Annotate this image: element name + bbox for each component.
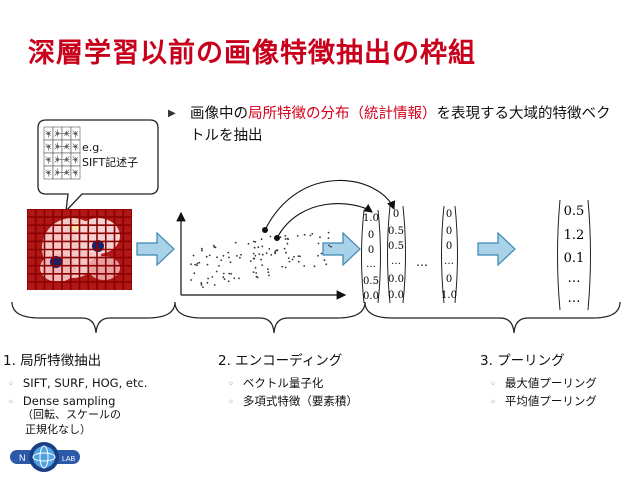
brace-local-features	[11, 301, 176, 334]
process-arrow-icon	[322, 231, 361, 267]
vector3-value: …	[444, 256, 454, 267]
pooled-value: 0.1	[564, 251, 585, 266]
encoding-curve-arrow-1	[276, 203, 373, 239]
sift-descriptor-icon	[43, 126, 81, 180]
summary-text-part1: 画像中の	[190, 106, 248, 122]
vector1-value: 0	[368, 230, 374, 241]
vector1-value: …	[366, 259, 376, 270]
vector2-value: 0.0	[388, 290, 404, 301]
feature-scatter-plot	[176, 211, 347, 300]
section1-note-line1: （回転、スケールの	[22, 408, 121, 421]
pooled-value: 1.2	[564, 228, 585, 243]
section-encoding-title: 2. エンコーディング	[218, 353, 343, 369]
pooled-value: …	[568, 271, 581, 286]
section1-item: ◦Dense sampling	[8, 394, 116, 408]
section1-note-line2: 正規化なし）	[25, 423, 91, 436]
section-pooling-title: 3. プーリング	[480, 353, 565, 369]
brace-pooling	[364, 301, 621, 334]
highlighted-point-2	[262, 227, 268, 233]
vector3-value: 0	[446, 209, 452, 220]
section3-item: ◦平均値プーリング	[490, 394, 597, 408]
vector3-value: 0	[446, 226, 452, 237]
vector1-value: 0.0	[363, 291, 379, 302]
bullet-circle-icon: ◦	[8, 397, 14, 408]
vector2-value: 0	[393, 209, 399, 220]
encoding-curve-arrow-2	[264, 179, 396, 231]
logo-left-letter: N	[19, 453, 26, 463]
logo-right-text: LAB	[62, 456, 76, 463]
section1-item: ◦SIFT, SURF, HOG, etc.	[8, 376, 148, 390]
lab-logo: N LAB	[10, 442, 80, 472]
summary-text-part2: を表現する大域的特徴ベクトルを抽出	[190, 106, 611, 144]
vector1-value: 1.0	[363, 213, 379, 224]
highlighted-point-1	[274, 235, 280, 241]
process-arrow-icon	[136, 231, 175, 267]
section2-item: ◦ベクトル量子化	[228, 376, 324, 390]
callout-line1: e.g.	[82, 141, 103, 154]
pooled-value: 0.5	[564, 204, 585, 219]
vector-ellipsis: …	[416, 255, 428, 269]
input-image	[27, 209, 132, 290]
page-title: 深層学習以前の画像特徴抽出の枠組	[28, 38, 476, 69]
bullet-circle-icon: ◦	[490, 379, 496, 390]
vector2-value: 0.5	[388, 226, 404, 237]
vector2-value: …	[391, 256, 401, 267]
bullet-circle-icon: ◦	[228, 397, 234, 408]
vector2-value: 0.5	[388, 241, 404, 252]
section2-item: ◦多項式特徴（要素積）	[228, 394, 358, 408]
summary-text: 画像中の局所特徴の分布（統計情報）を表現する大域的特徴ベクトルを抽出	[190, 103, 620, 147]
section-local-feature-title: 1. 局所特徴抽出	[3, 353, 102, 369]
section3-item: ◦最大値プーリング	[490, 376, 597, 390]
vector1-value: 0.5	[363, 276, 379, 287]
vector1-value: 0	[368, 245, 374, 256]
callout-line2: SIFT記述子	[82, 156, 139, 169]
vector3-value: 0	[446, 241, 452, 252]
vector3-value: 0	[446, 274, 452, 285]
brace-encoding	[174, 301, 366, 334]
bullet-circle-icon: ◦	[228, 379, 234, 390]
pooled-value: …	[568, 291, 581, 306]
bullet-circle-icon: ◦	[490, 397, 496, 408]
vector2-value: 0.0	[388, 274, 404, 285]
vector3-value: 1.0	[441, 290, 457, 301]
bullet-circle-icon: ◦	[8, 379, 14, 390]
process-arrow-icon	[477, 231, 516, 267]
summary-highlight: 局所特徴の分布（統計情報）	[248, 106, 437, 122]
bullet-triangle-icon: ▶	[168, 108, 176, 119]
